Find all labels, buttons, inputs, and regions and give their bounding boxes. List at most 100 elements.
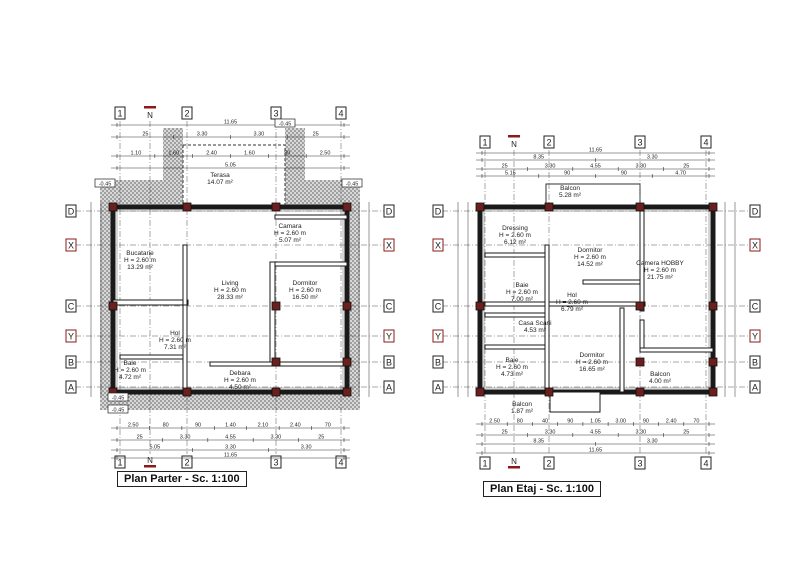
structural-column [108,301,118,311]
grid-label-B: B [752,358,758,368]
grid-bubble [181,106,193,120]
interior-wall [484,312,546,318]
room-name: Dormitor [293,280,319,287]
dimension-label: 25 [313,132,319,138]
room-area: 14.07 m² [207,179,233,186]
grid-bubble [383,204,395,218]
room-area: 28.33 m² [217,294,243,301]
grid-label-C: C [752,302,759,312]
room-name: Debara [229,370,251,377]
terrain-hatch [285,128,305,207]
terrain-hatch [100,180,113,410]
interior-wall-face [483,210,710,389]
grid-label-1: 1 [482,138,487,148]
grid-bubble [114,106,126,120]
structural-column [708,357,718,367]
room-area: 21.75 m² [647,274,673,281]
interior-wall [639,347,714,353]
north-marker [144,465,156,468]
interior-wall [274,361,348,367]
structural-column [708,202,718,212]
level-label: -0.45 [112,396,125,402]
grid-label-4: 4 [703,138,708,148]
north-label: N [147,111,153,120]
grid-label-2: 2 [546,459,551,469]
room-name: Dormitor [578,247,604,254]
structural-column [635,202,645,212]
dimension-label: 11.65 [224,453,237,459]
room-height: H = 2.60 m [556,299,588,306]
grid-label-Y: Y [386,332,392,342]
room-area: 16.65 m² [579,366,605,373]
dimension-label: 3.30 [271,435,282,441]
room-height: H = 2.60 m [499,232,531,239]
room-area: 6.79 m² [561,306,584,313]
level-marker [94,178,116,188]
grid-bubble [700,135,712,149]
grid-bubble [634,135,646,149]
interior-wall [544,244,550,393]
grid-label-2: 2 [184,109,189,119]
grid-label-Y: Y [752,332,758,342]
plan-etaj-title: Plan Etaj - Sc. 1:100 [483,481,601,497]
structural-column [635,301,645,311]
grid-bubble [749,380,761,394]
grid-bubble [479,135,491,149]
terrain-hatch [100,392,360,410]
grid-label-1: 1 [117,109,122,119]
room-height: H = 2.60 m [159,337,191,344]
room-name: Terasa [210,172,230,179]
grid-bubble [335,106,347,120]
room-height: H = 2.60 m [114,367,146,374]
grid-bubble [65,204,77,218]
room-area: 4.72 m² [119,374,142,381]
room-height: H = 2.60 m [574,254,606,261]
structural-column [271,301,281,311]
grid-label-1: 1 [482,459,487,469]
level-marker [274,118,296,128]
grid-label-C: C [68,302,75,312]
dimension-label: 3.30 [636,164,647,170]
dimension-label: 3.30 [254,132,265,138]
structural-column [635,387,645,397]
grid-bubble [65,329,77,343]
grid-label-4: 4 [338,458,343,468]
dimension-label: 25 [502,430,508,436]
grid-bubble [383,238,395,252]
level-label: -0.45 [112,408,125,414]
dimension-label: 80 [517,419,523,425]
grid-label-2: 2 [546,138,551,148]
grid-bubble [700,456,712,470]
room-name: Baie [515,282,528,289]
grid-bubble [543,456,555,470]
interior-wall [112,299,189,306]
interior-wall [182,244,188,306]
room-area: 5.07 m² [279,237,302,244]
plan-etaj [432,135,761,470]
dimension-label: 25 [502,164,508,170]
interior-wall [619,307,625,393]
interior-wall [209,361,281,367]
dimension-label: 25 [318,435,324,441]
room-height: H = 2.60 m [289,287,321,294]
dimension-label: 11.65 [224,120,237,126]
interior-wall [274,261,348,267]
room-area: 13.29 m² [127,264,153,271]
north-marker [508,135,520,138]
grid-label-3: 3 [637,138,642,148]
dimension-label: 5.15 [505,171,516,177]
dimension-label: 3.30 [180,435,191,441]
dimension-label: 5.05 [225,163,236,169]
grid-bubble [383,329,395,343]
north-marker [144,106,156,109]
dimension-label: 2.40 [666,419,677,425]
room-name: Camera HOBBY [636,260,684,267]
dimension-label: 8.35 [533,439,544,445]
room-name: Camara [278,223,302,230]
grid-label-2: 2 [184,458,189,468]
structural-column [271,387,281,397]
room-name: Balcon [512,401,532,408]
interior-wall [549,391,601,413]
grid-label-X: X [386,241,392,251]
interior-wall [119,354,186,360]
